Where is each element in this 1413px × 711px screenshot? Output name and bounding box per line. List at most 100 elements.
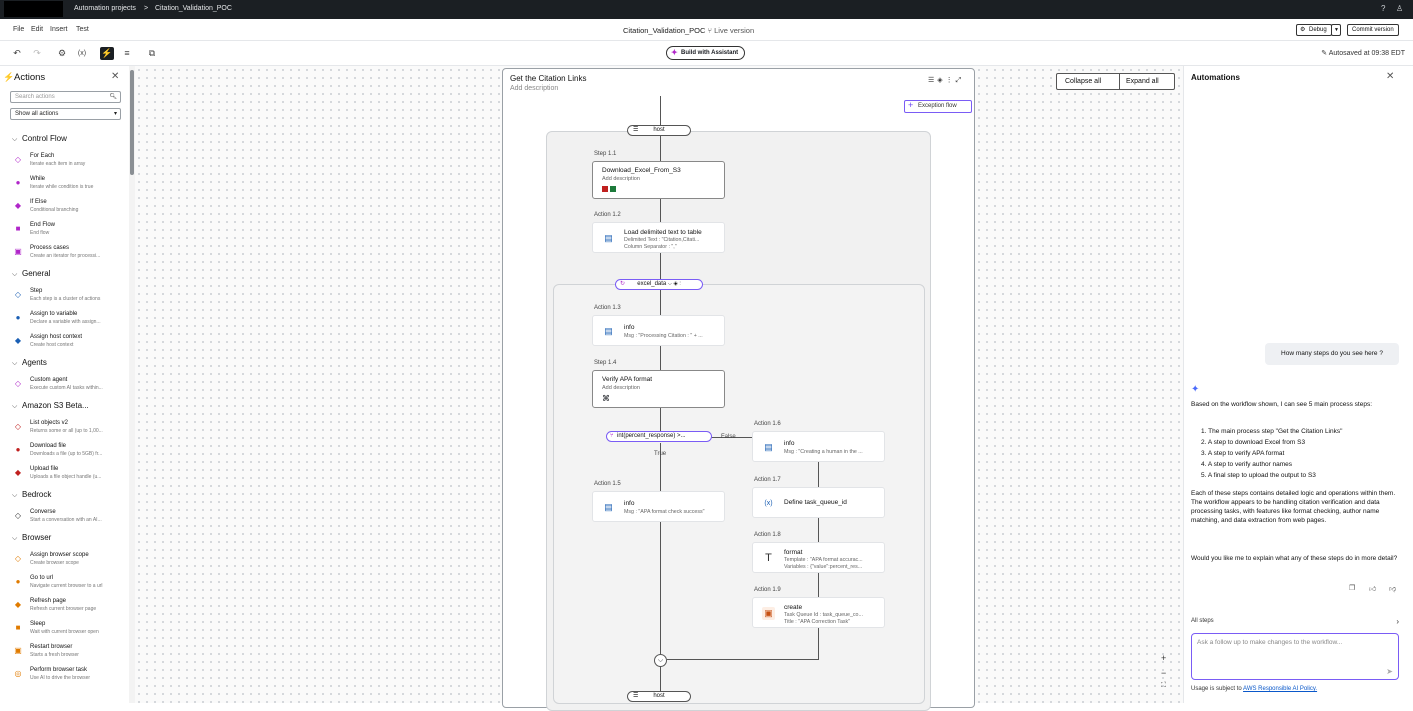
document-version[interactable]: Live version <box>714 26 755 35</box>
action-detail: Delimited Text : "Citation,Citati... <box>624 237 700 243</box>
follow-up-input[interactable]: Ask a follow up to make changes to the w… <box>1191 633 1399 680</box>
connector <box>660 443 661 491</box>
close-icon[interactable]: ✕ <box>111 71 120 82</box>
responsible-ai-policy-link[interactable]: AWS Responsible AI Policy. <box>1243 686 1318 692</box>
action-title: Process cases <box>30 245 70 251</box>
action-detail: Msg : "Processing Citation : " + ... <box>624 333 703 339</box>
copy-icon[interactable]: ❐ <box>1349 585 1356 592</box>
step-label: Action 1.6 <box>754 421 781 427</box>
assistant-label: Build with Assistant <box>681 50 739 56</box>
menu-edit[interactable]: Edit <box>31 26 44 33</box>
sidebar-scroll-thumb[interactable] <box>130 70 134 175</box>
section-header-1[interactable]: ⌵General <box>12 269 50 279</box>
all-steps-selector[interactable]: All steps › <box>1191 617 1401 629</box>
sidebar-scrollbar[interactable] <box>129 66 135 703</box>
fit-view-icon[interactable]: ⛶ <box>1161 682 1166 689</box>
host-pill[interactable]: ☰ host <box>627 125 691 136</box>
section-header-5[interactable]: ⌵Browser <box>12 533 51 543</box>
search-actions-input[interactable]: Search actions 🔍︎ <box>10 91 121 103</box>
user-icon[interactable]: ♙ <box>1396 4 1404 13</box>
excel-icon <box>610 186 616 192</box>
breadcrumb-current[interactable]: Citation_Validation_POC <box>155 5 232 12</box>
section-header-0[interactable]: ⌵Control Flow <box>12 134 67 144</box>
step-card-verify-apa[interactable]: Verify APA format Add description ⌘ <box>592 370 725 408</box>
menu-file[interactable]: File <box>13 26 25 33</box>
action-card-info-success[interactable]: ▤ info Msg : "APA format check success" <box>592 491 725 522</box>
thumbs-down-icon[interactable]: 👎︎ <box>1389 586 1397 593</box>
panel-description[interactable]: Add description <box>510 85 559 92</box>
action-card-load-delimited[interactable]: ▤ Load delimited text to table Delimited… <box>592 222 725 253</box>
loop-pill[interactable]: ↻ excel_data ⌵ ◈ ⋮ <box>615 279 703 290</box>
breadcrumb-root[interactable]: Automation projects <box>74 5 136 12</box>
commit-version-button[interactable]: Commit version <box>1347 24 1399 36</box>
condition-pill[interactable]: ⑂ int(percent_response) >... <box>606 431 712 442</box>
action-card-info-creating[interactable]: ▤ info Msg : "Creating a human in the ..… <box>752 431 885 462</box>
action-card-define-variable[interactable]: (x) Define task_queue_id <box>752 487 885 518</box>
zoom-in-icon[interactable]: + <box>1161 653 1167 663</box>
actions-filter-select[interactable]: Show all actions ▾ <box>10 108 121 120</box>
collapse-all-button[interactable]: Collapse all <box>1065 78 1102 85</box>
help-icon[interactable]: ? <box>1381 4 1386 13</box>
section-header-2[interactable]: ⌵Agents <box>12 358 47 368</box>
settings-icon[interactable]: ⚙ <box>57 48 67 58</box>
merge-chevron-icon[interactable]: ⌵ <box>654 654 667 667</box>
action-title: While <box>30 176 46 182</box>
lightning-icon[interactable]: ⚡ <box>100 47 114 60</box>
host-pill-bottom[interactable]: ☰ host <box>627 691 691 702</box>
debug-dropdown-button[interactable]: ▼ <box>1331 24 1341 36</box>
connector <box>660 253 661 284</box>
divider <box>1119 74 1120 89</box>
variables-icon[interactable]: (x) <box>77 50 87 57</box>
connector <box>818 462 819 488</box>
thumbs-up-icon[interactable]: 👍︎ <box>1369 586 1377 593</box>
action-card-create-task[interactable]: ▣ create Task Queue Id : task_queue_co..… <box>752 597 885 628</box>
zoom-out-icon[interactable]: − <box>1161 668 1167 678</box>
action-title: Go to url <box>30 575 54 581</box>
undo-icon[interactable]: ↶ <box>13 48 21 58</box>
exception-flow-button[interactable]: + Exception flow <box>904 100 972 113</box>
send-icon[interactable]: ➤ <box>1386 667 1393 676</box>
action-title: Sleep <box>30 621 46 627</box>
panel-title[interactable]: Get the Citation Links <box>510 74 587 83</box>
menu-test[interactable]: Test <box>76 26 89 33</box>
agent-icon: ⌘ <box>602 394 610 403</box>
panel-title: Automations <box>1191 73 1240 82</box>
close-icon[interactable]: ✕ <box>1386 71 1395 82</box>
chevron-down-icon: ⌵ <box>12 403 18 410</box>
action-card-format[interactable]: T format Template : "APA format accurac.… <box>752 542 885 573</box>
step-card-download-excel[interactable]: Download_Excel_From_S3 Add description <box>592 161 725 199</box>
build-with-assistant-button[interactable]: ✦ Build with Assistant <box>666 46 746 60</box>
redo-icon[interactable]: ↷ <box>33 48 41 58</box>
debug-button[interactable]: ⚙ Debug <box>1296 24 1332 36</box>
filter-icon[interactable]: ≡ <box>124 48 130 58</box>
action-card-info-processing[interactable]: ▤ info Msg : "Processing Citation : " + … <box>592 315 725 346</box>
panel-action-icons[interactable]: ☰◈⋮⤢ <box>928 77 965 84</box>
ai-sparkle-icon: ✦ <box>1191 384 1200 395</box>
app-logo[interactable] <box>4 1 63 17</box>
action-icon: ● <box>15 577 21 586</box>
section-header-4[interactable]: ⌵Bedrock <box>12 490 51 500</box>
expand-all-button[interactable]: Expand all <box>1126 78 1159 85</box>
section-header-3[interactable]: ⌵Amazon S3 Beta... <box>12 401 89 411</box>
menu-insert[interactable]: Insert <box>50 26 68 33</box>
preview-icon[interactable]: ⧉ <box>148 48 156 58</box>
